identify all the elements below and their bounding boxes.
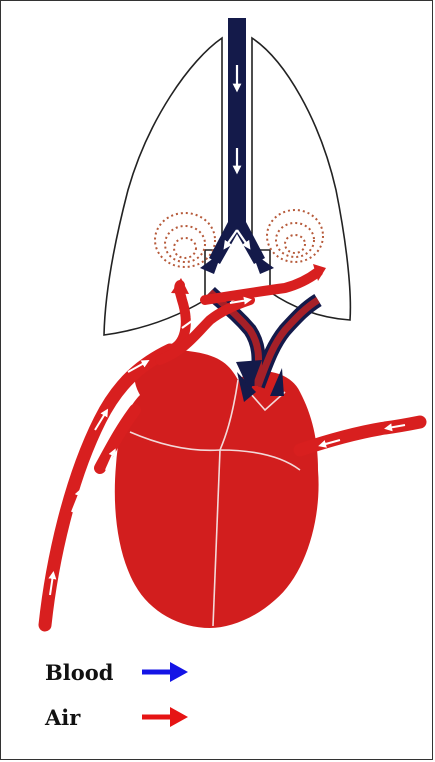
heart [115,350,319,628]
legend-label-blood: Blood [45,660,140,685]
arrow-right-icon [140,660,190,684]
arrow-right-icon [140,705,190,729]
legend-label-air: Air [45,705,140,730]
legend-item-air: Air [45,700,245,734]
heart-body [115,350,319,628]
left-lung [104,38,222,335]
legend-item-blood: Blood [45,655,245,689]
